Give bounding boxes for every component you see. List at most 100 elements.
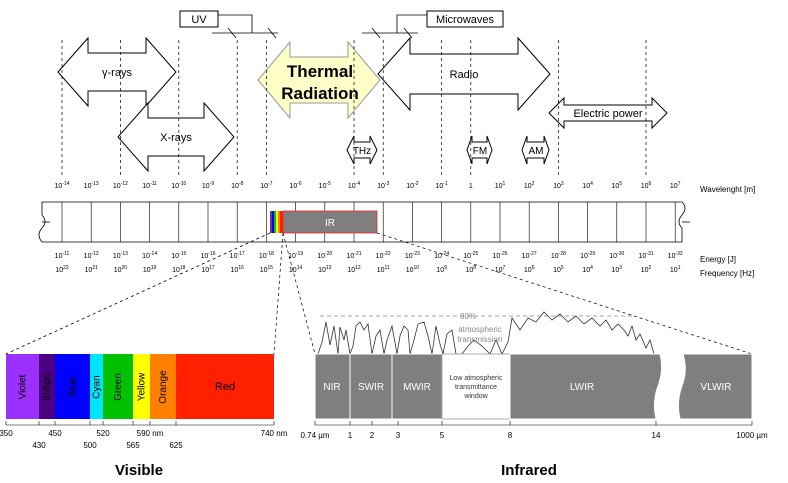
- energy-tick: 10-28: [551, 251, 566, 260]
- energy-tick: 10-12: [84, 251, 99, 260]
- visible-band-red: [176, 354, 274, 419]
- energy-tick: 10-16: [200, 251, 215, 260]
- wavelength-tick: 10-2: [406, 181, 418, 190]
- x-rays-label: X-rays: [160, 132, 192, 144]
- visible-axis-tick: 450: [48, 429, 62, 438]
- wavelength-tick: 103: [553, 181, 564, 190]
- frequency-tick: 1012: [347, 265, 361, 274]
- infrared-axis-tick: 2: [370, 431, 375, 440]
- frequency-tick: 1019: [143, 265, 157, 274]
- wavelength-axis-label: Wavelenght [m]: [700, 185, 755, 194]
- energy-tick: 10-20: [317, 251, 332, 260]
- am-arrow: AM: [521, 135, 550, 165]
- infrared-zoom-line-left: [282, 232, 316, 355]
- x-rays-arrow: X-rays: [117, 101, 235, 173]
- visible-band-green: [103, 354, 133, 419]
- wavelength-tick: 10-4: [348, 181, 360, 190]
- wavelength-tick: 102: [524, 181, 535, 190]
- ir-label: IR: [325, 218, 335, 229]
- wavelength-tick: 10-10: [171, 181, 186, 190]
- frequency-tick: 107: [495, 265, 506, 274]
- window-label-line3: window: [463, 393, 488, 400]
- radio-arrow: Radio: [377, 36, 551, 112]
- fm-arrow: FM: [466, 135, 493, 165]
- visible-axis-tick: 565: [126, 441, 140, 450]
- wavelength-tick: 10-12: [113, 181, 128, 190]
- visible-axis-tick: 500: [83, 441, 97, 450]
- wavelength-tick: 10-3: [377, 181, 389, 190]
- wavelength-tick: 10-8: [231, 181, 243, 190]
- energy-tick: 10-15: [171, 251, 186, 260]
- visible-band-cyan: [90, 354, 103, 419]
- frequency-tick: 103: [612, 265, 623, 274]
- energy-tick: 10-23: [405, 251, 420, 260]
- energy-tick: 10-19: [288, 251, 303, 260]
- wavelength-tick: 10-14: [54, 181, 69, 190]
- electric-power-arrow: Electric power: [548, 96, 668, 130]
- energy-tick: 10-26: [492, 251, 507, 260]
- visible-axis-tick: 590 nm: [137, 429, 164, 438]
- wavelength-tick: 10-11: [142, 181, 157, 190]
- microwaves-label-group: Microwaves: [362, 10, 504, 39]
- wavelength-tick: 10-9: [202, 181, 214, 190]
- transmission-label-line1: atmospheric: [458, 325, 502, 334]
- thz-arrow: THz: [346, 135, 378, 165]
- visible-axis-tick: 625: [169, 441, 183, 450]
- electric-power-label: Electric power: [573, 108, 642, 120]
- energy-tick: 10-17: [230, 251, 245, 260]
- visible-band-yellow: [133, 354, 150, 419]
- ir-band-nir: NIR: [323, 382, 340, 393]
- frequency-axis-label: Frequency [Hz]: [700, 269, 754, 278]
- transmission-label-line2: transmission: [458, 335, 503, 344]
- energy-tick: 10-21: [346, 251, 361, 260]
- visible-label-yellow: Yellow: [137, 372, 148, 401]
- visible-axis-tick: 520: [96, 429, 110, 438]
- uv-box: [179, 10, 219, 28]
- uv-label-group: UV: [179, 10, 278, 39]
- frequency-tick: 102: [641, 265, 652, 274]
- guide-lines: [61, 40, 647, 178]
- energy-tick: 10-31: [638, 251, 653, 260]
- ir-band-mwir: MWIR: [403, 382, 431, 393]
- energy-tick: 10-27: [522, 251, 537, 260]
- wavelength-tick: 1: [469, 183, 473, 190]
- visible-band-indigo: [39, 354, 55, 419]
- frequency-tick: 106: [524, 265, 535, 274]
- energy-tick: 10-18: [259, 251, 274, 260]
- ir-band-swir: SWIR: [358, 382, 384, 393]
- energy-tick: 10-14: [142, 251, 157, 260]
- infrared-axis-tick: 14: [652, 431, 661, 440]
- visible-band-orange: [150, 354, 176, 419]
- am-label: AM: [529, 146, 544, 157]
- wavelength-tick: 105: [612, 181, 623, 190]
- frequency-tick: 1014: [289, 265, 303, 274]
- frequency-tick: 1016: [231, 265, 245, 274]
- frequency-tick: 1011: [377, 265, 390, 274]
- frequency-tick: 101: [670, 265, 681, 274]
- visible-zoom-line-right: [273, 232, 284, 355]
- microwaves-box: [426, 10, 504, 28]
- infrared-axis-tick: 3: [396, 431, 401, 440]
- infrared-spectrum: NIR SWIR MWIR Low atmospheric transmitta…: [314, 353, 753, 420]
- wavelength-tick: 10-7: [260, 181, 272, 190]
- wavelength-tick: 10-5: [319, 181, 331, 190]
- infrared-title: Infrared: [501, 462, 557, 479]
- visible-label-violet: Violet: [18, 374, 29, 399]
- frequency-tick: 1020: [114, 265, 128, 274]
- visible-label-cyan: Cyan: [92, 375, 103, 398]
- thz-label: THz: [353, 146, 371, 157]
- frequency-tick: 1017: [201, 265, 215, 274]
- frequency-tick: 1010: [406, 265, 420, 274]
- visible-title: Visible: [115, 462, 163, 479]
- frequency-tick: 1013: [318, 265, 332, 274]
- infrared-axis-tick: 0.74 µm: [300, 431, 329, 440]
- visible-label-red: Red: [215, 381, 235, 393]
- visible-axis-tick: 430: [32, 441, 46, 450]
